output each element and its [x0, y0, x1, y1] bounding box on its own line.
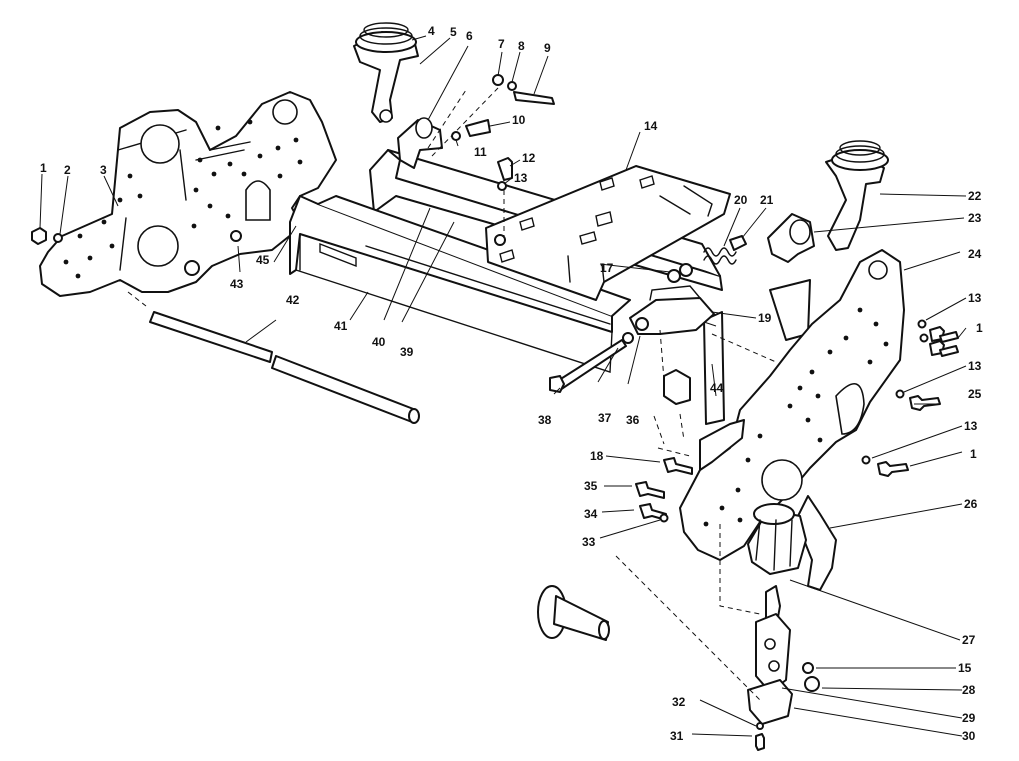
callout-37: 37: [598, 411, 612, 425]
small-hardware-top: [451, 74, 555, 246]
right-plate-screws: [861, 319, 959, 477]
callout-41: 41: [334, 319, 348, 333]
left-bolt: [31, 227, 63, 245]
callout-36: 36: [626, 413, 640, 427]
callout-28: 28: [962, 683, 976, 697]
left-pedal: [353, 22, 419, 123]
alignment-lines: [127, 87, 777, 701]
long-rod: [149, 311, 420, 424]
callout-13-right-c: 13: [964, 419, 978, 433]
callout-6: 6: [466, 29, 473, 43]
callout-44: 44: [710, 381, 724, 395]
linkage: [747, 585, 820, 751]
center-bracket: [549, 263, 715, 405]
callout-18: 18: [590, 449, 604, 463]
spring: [703, 235, 747, 265]
callout-19: 19: [758, 311, 772, 325]
callout-17: 17: [600, 261, 614, 275]
callout-13-right-b: 13: [968, 359, 982, 373]
callout-45: 45: [256, 253, 270, 267]
callout-15: 15: [958, 661, 972, 675]
callout-24: 24: [968, 247, 982, 261]
lever-arm: [699, 419, 745, 471]
callout-42: 42: [286, 293, 300, 307]
leader-lines: [39, 35, 967, 737]
callout-4: 4: [428, 24, 435, 38]
callout-43: 43: [230, 277, 244, 291]
callout-35: 35: [584, 479, 598, 493]
callout-1-left: 1: [40, 161, 47, 175]
callout-13-right-a: 13: [968, 291, 982, 305]
right-side-plate: [679, 249, 905, 561]
callout-2: 2: [64, 163, 71, 177]
callout-31: 31: [670, 729, 684, 743]
callout-3: 3: [100, 163, 107, 177]
callout-7: 7: [498, 37, 505, 51]
callout-29: 29: [962, 711, 976, 725]
callout-32: 32: [672, 695, 686, 709]
callout-22: 22: [968, 189, 982, 203]
callout-12: 12: [522, 151, 536, 165]
seat-plate: [485, 165, 731, 301]
callout-labels: 1 2 3 4 5 6 7 8 9 10 11 12 13 14 20 21 2…: [40, 24, 983, 743]
callout-9: 9: [544, 41, 551, 55]
callout-11: 11: [474, 145, 487, 159]
callout-26: 26: [964, 497, 978, 511]
callout-40: 40: [372, 335, 386, 349]
callout-25: 25: [968, 387, 982, 401]
callout-14: 14: [644, 119, 658, 133]
callout-13-top: 13: [514, 171, 528, 185]
callout-23: 23: [968, 211, 982, 225]
callout-33: 33: [582, 535, 596, 549]
callout-10: 10: [512, 113, 526, 127]
pedal-bracket: [397, 117, 443, 169]
callout-1-right-a: 1: [976, 321, 983, 335]
callout-21: 21: [760, 193, 774, 207]
left-side-plate: [39, 91, 337, 297]
callout-30: 30: [962, 729, 976, 743]
callout-1-right-b: 1: [970, 447, 977, 461]
drive-shaft: [537, 585, 610, 641]
callout-34: 34: [584, 507, 598, 521]
callout-27: 27: [962, 633, 976, 647]
callout-5: 5: [450, 25, 457, 39]
callout-39: 39: [400, 345, 414, 359]
callout-20: 20: [734, 193, 748, 207]
small-bolts-left-of-plate: [635, 457, 693, 523]
handle-assembly: [747, 495, 837, 591]
callout-38: 38: [538, 413, 552, 427]
right-pedal: [767, 140, 889, 263]
callout-8: 8: [518, 39, 525, 53]
